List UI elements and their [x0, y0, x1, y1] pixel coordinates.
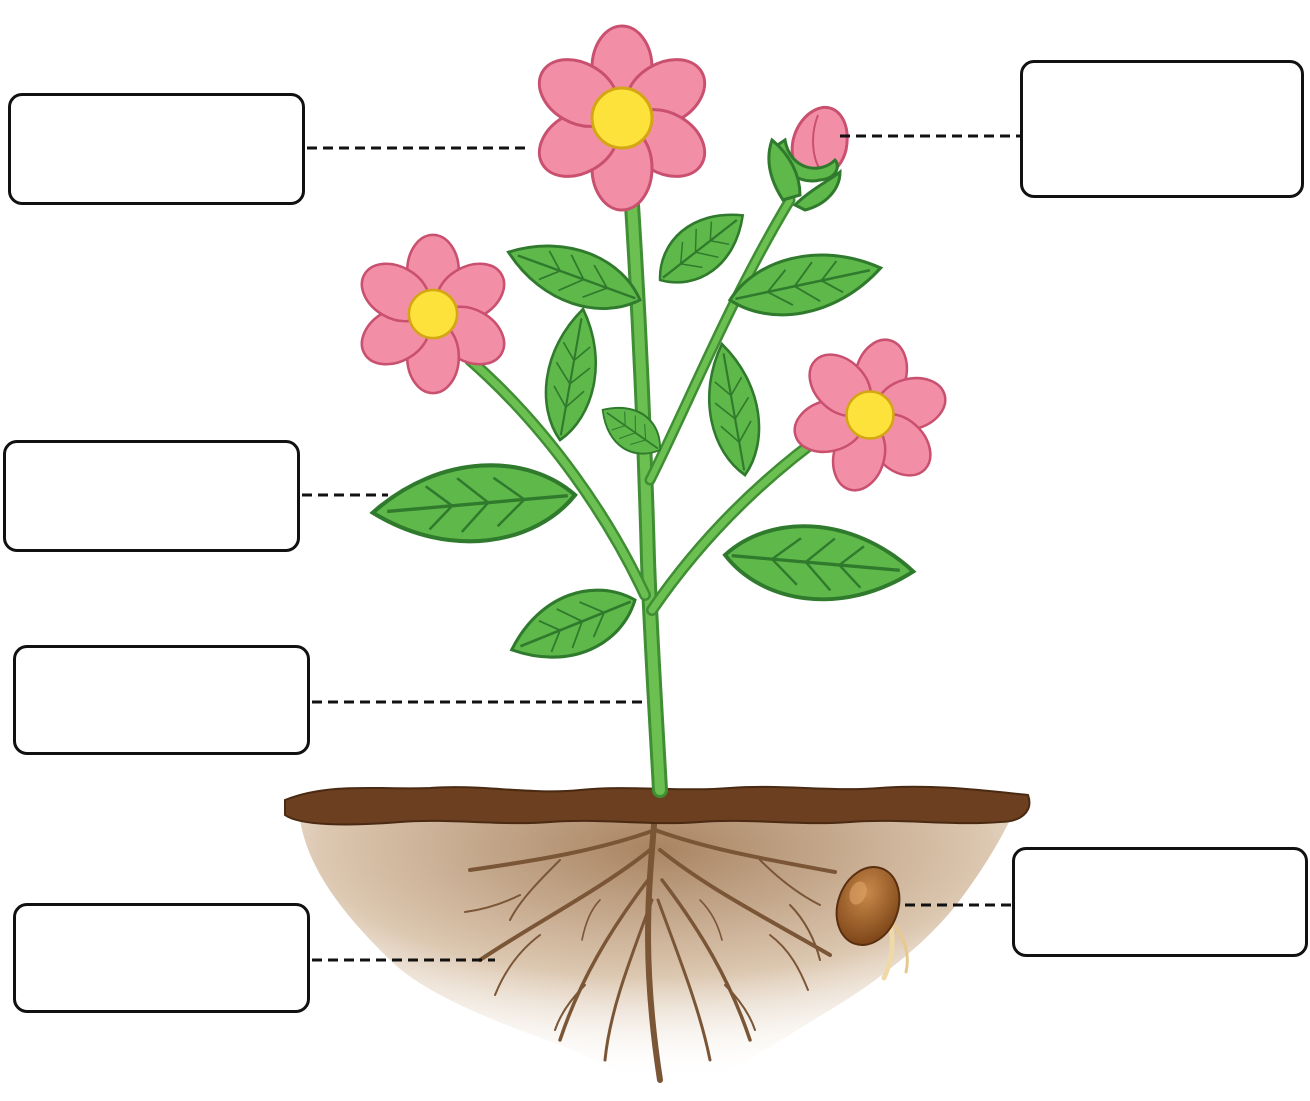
flower-bud: [769, 107, 847, 210]
leaf-left-large: [370, 458, 579, 550]
label-box-stem[interactable]: [13, 645, 310, 755]
label-box-seed[interactable]: [1012, 847, 1308, 957]
flower-left: [352, 235, 515, 393]
flower-top: [527, 26, 716, 210]
flower-right: [789, 334, 951, 496]
label-box-bud[interactable]: [1020, 60, 1304, 198]
label-box-flower[interactable]: [8, 93, 305, 205]
leaf-left-low: [501, 573, 646, 677]
label-box-leaf[interactable]: [3, 440, 300, 552]
label-box-roots[interactable]: [13, 903, 310, 1013]
leaf-mid-left: [537, 305, 607, 444]
leaf-right-large: [722, 519, 917, 607]
leaf-right-upper: [724, 241, 886, 327]
